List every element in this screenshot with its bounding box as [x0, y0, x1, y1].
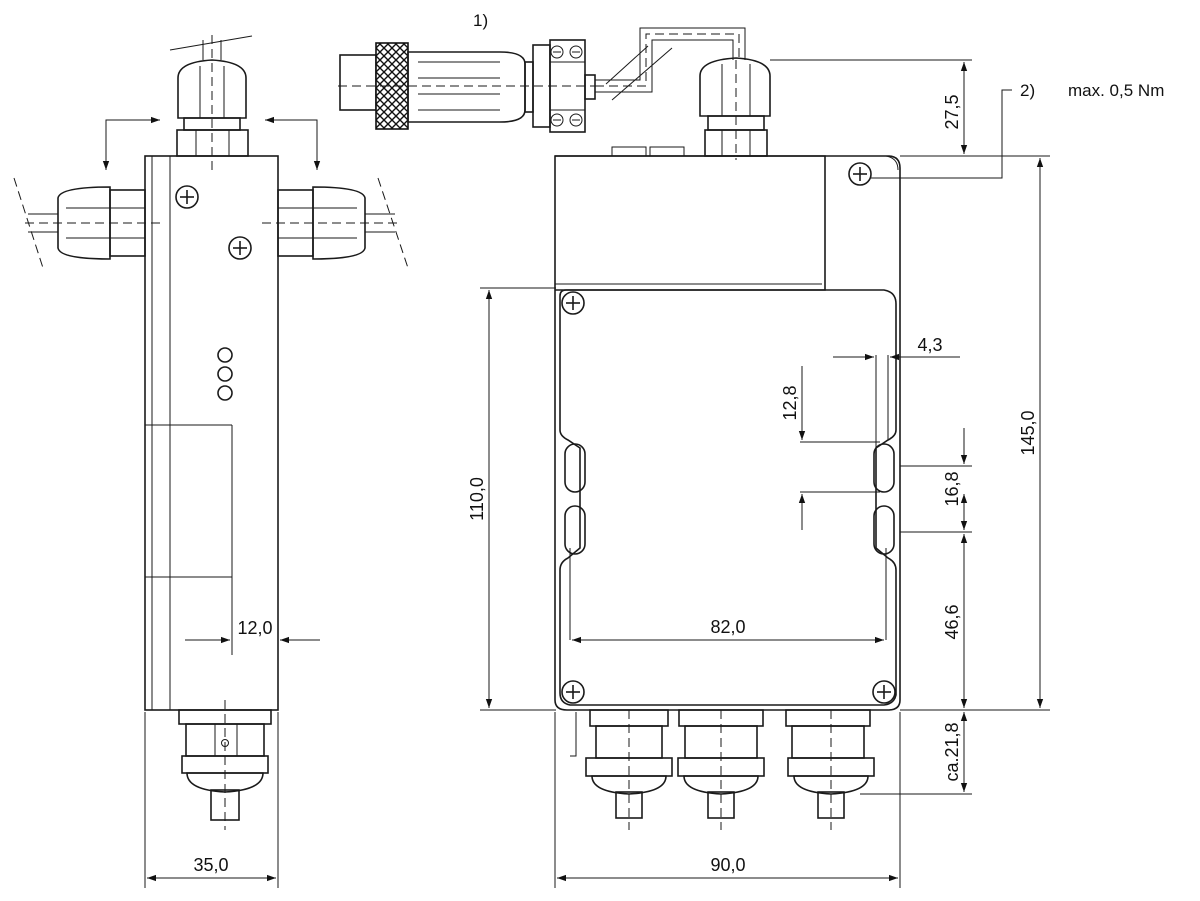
screw-icon — [561, 680, 585, 704]
mounting-plate — [559, 289, 897, 706]
slot-bottom-dim: 46,6 — [942, 604, 962, 639]
side-offset-dim: 12,0 — [237, 618, 272, 638]
left-cable-gland — [13, 177, 160, 269]
side-width-dim: 35,0 — [193, 855, 228, 875]
top-cable-gland — [169, 35, 253, 170]
mounting-slot — [873, 443, 895, 493]
slot-offset-dim: 4,3 — [917, 335, 942, 355]
screw-icon — [228, 236, 252, 260]
bottom-cable-gland — [785, 709, 875, 830]
front-top-cable-gland — [611, 57, 771, 160]
screw-icon — [175, 185, 199, 209]
front-view: 90,0 82,0 110,0 145,0 27,5 2) max. 0,5 N… — [467, 57, 1164, 888]
bottom-cable-gland — [570, 709, 673, 830]
mounting-slot — [873, 505, 895, 555]
bottom-cable-gland — [677, 709, 765, 830]
connector-detail: 1) — [338, 11, 746, 133]
rotate-arrow-left — [102, 116, 160, 170]
note-2-marker: 2) — [1020, 81, 1035, 100]
front-width-dim: 90,0 — [710, 855, 745, 875]
slot-length-dim: 12,8 — [780, 385, 800, 420]
right-cable-gland — [262, 177, 409, 269]
screw-icon — [561, 291, 585, 315]
front-housing — [554, 155, 901, 711]
slot-pitch-dim: 16,8 — [942, 471, 962, 506]
rotate-arrow-right — [265, 116, 321, 170]
screw-icon — [872, 680, 896, 704]
total-height-dim: 145,0 — [1018, 410, 1038, 455]
side-view: 35,0 12,0 — [13, 35, 409, 888]
bottom-cable-gland — [178, 700, 272, 830]
mounting-slot — [564, 443, 586, 493]
note-1-marker: 1) — [473, 11, 488, 30]
screw-icon — [848, 162, 872, 186]
inner-width-dim: 82,0 — [710, 617, 745, 637]
mount-height-dim: 110,0 — [467, 477, 487, 521]
led-indicators — [217, 347, 233, 401]
mounting-slot — [564, 505, 586, 555]
torque-note: max. 0,5 Nm — [1068, 81, 1164, 100]
bottom-gland-dim: ca.21,8 — [942, 722, 962, 781]
top-gland-dim: 27,5 — [942, 94, 962, 129]
